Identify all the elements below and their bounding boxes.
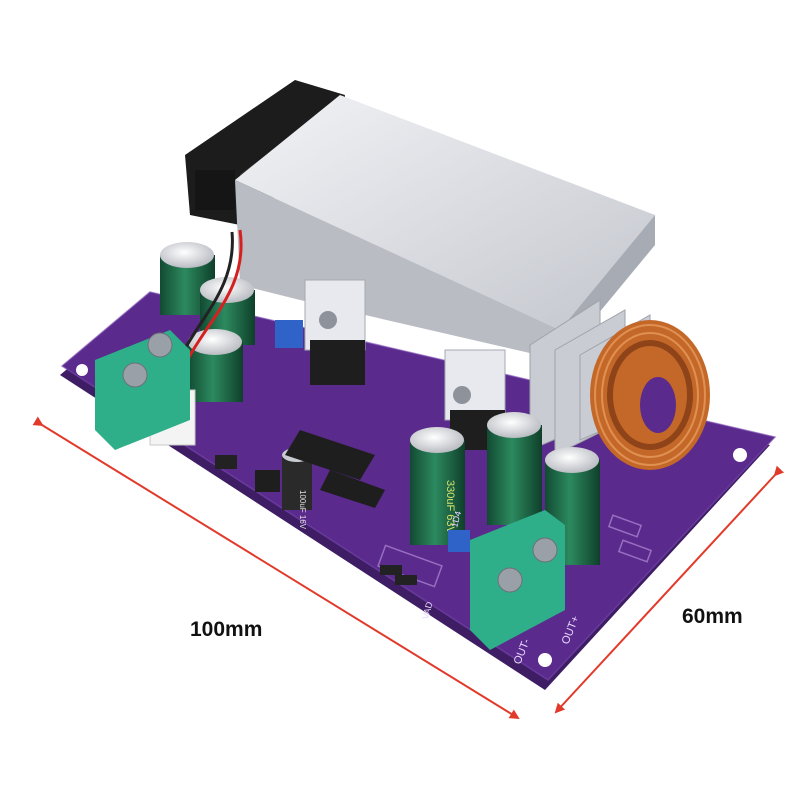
length-dimension-line (32, 416, 520, 720)
capacitor-large (487, 412, 542, 525)
mount-hole (733, 448, 747, 462)
cap-small-text: 100uF 16V (298, 490, 307, 530)
trim-potentiometer (275, 320, 303, 348)
mount-hole (538, 653, 552, 667)
width-dimension-line (554, 465, 785, 714)
trim-potentiometer (448, 530, 470, 552)
capacitor (188, 329, 243, 402)
toroid-inductor (590, 320, 710, 470)
length-dimension-label: 100mm (190, 618, 263, 641)
width-dimension-label: 60mm (682, 605, 743, 628)
mosfet-left (304, 279, 366, 385)
mount-hole (76, 364, 88, 376)
